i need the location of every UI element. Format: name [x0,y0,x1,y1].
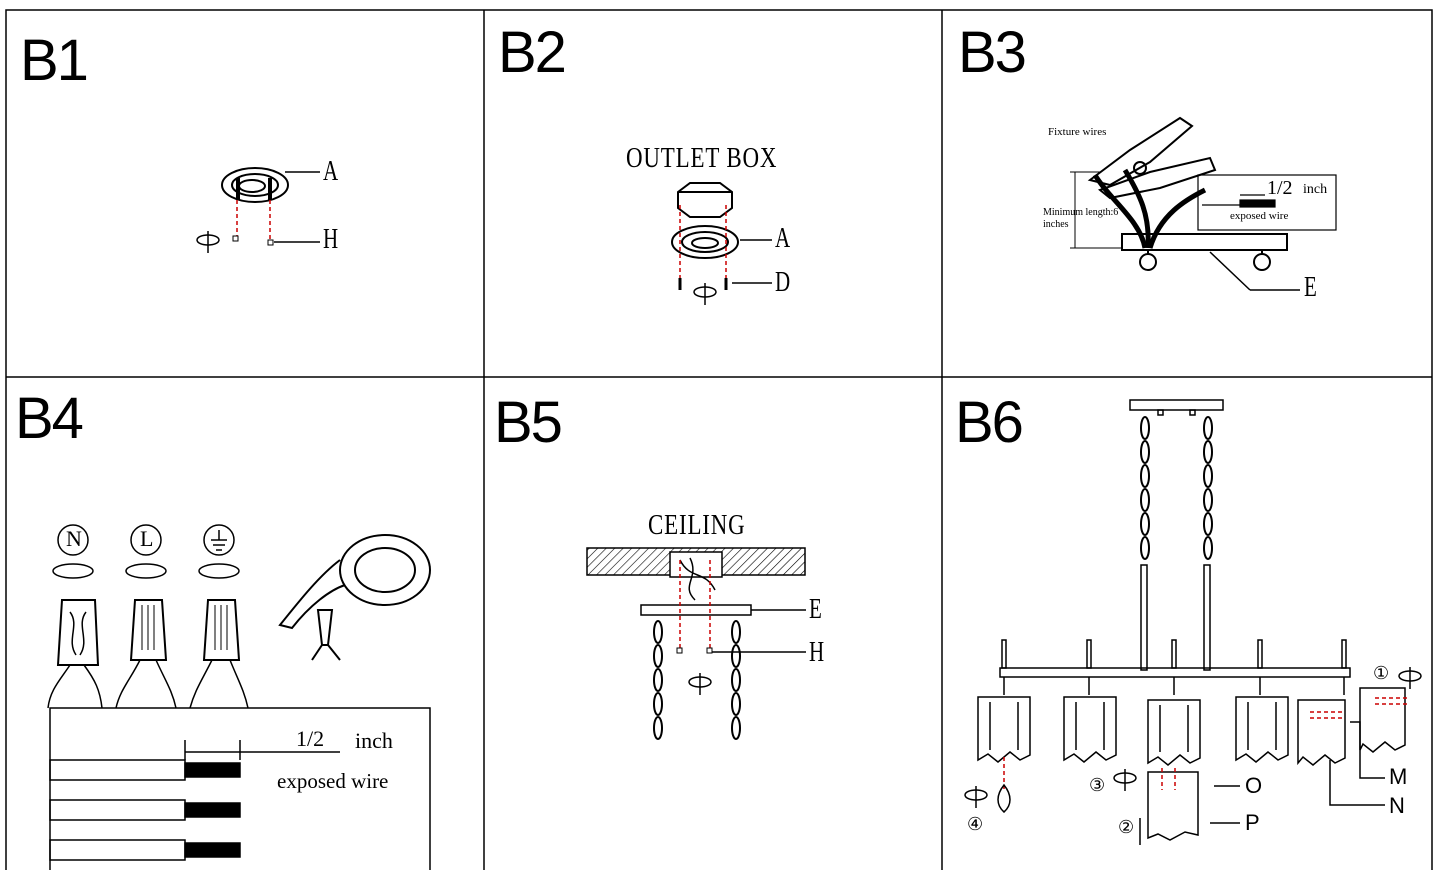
b6-bulb [997,783,1011,813]
b5-canopy-plate [640,604,752,616]
b3-inches-label: inches [1043,219,1069,230]
b5-ceiling [586,547,806,601]
b4-twisted-wires [47,659,249,709]
b6-crystal-panels [977,687,1406,841]
panel-title-b2: B2 [498,20,567,85]
b1-red-guides [236,200,271,240]
b6-label-o: O [1245,773,1263,798]
panel-title-b1: B1 [20,28,89,93]
b5-chains [653,620,741,740]
b1-mounting-plate [221,167,289,203]
b3-fixture-wires [1092,168,1207,249]
b6-step-2: ② [1118,817,1135,837]
b3-inch-label: inch [1303,182,1328,197]
b6-canopy [1129,399,1224,416]
b3-min-length-label: Minimum length:6 [1043,207,1119,218]
b3-dimension-lines [1070,171,1122,249]
panel-title-b6: B6 [955,390,1024,455]
b3-half-label: 1/2 [1267,177,1293,199]
b4-live-symbol: L [140,526,154,551]
b4-wire-strip-box [49,707,431,870]
b2-label-a: A [775,223,791,254]
b6-label-n: N [1389,793,1405,818]
b4-symbols [52,524,240,579]
b4-wire-nuts [56,599,241,666]
b3-exposed-wire-label: exposed wire [1230,210,1289,222]
b3-label-e: E [1304,272,1317,303]
b4-neutral-symbol: N [66,526,82,551]
b6-label-p: P [1245,810,1260,835]
panel-title-b5: B5 [494,390,563,455]
panel-title-b3: B3 [958,20,1027,85]
b2-outlet-box [677,182,733,218]
b5-ceiling-label: CEILING [648,510,746,541]
b4-inch-label: inch [355,728,393,753]
b6-leaders [1210,721,1385,824]
b6-step-3: ③ [1089,775,1106,795]
b4-tape-roll [278,534,431,661]
b5-label-e: E [809,594,822,625]
b2-outlet-box-label: OUTLET BOX [626,143,778,174]
b5-label-h: H [809,637,825,668]
b2-mounting-plate [671,225,739,259]
b1-label-a: A [323,156,339,187]
b6-chains [1140,416,1213,560]
b3-fixture-wires-label: Fixture wires [1048,126,1107,138]
b3-wire-strippers [1087,116,1217,200]
grid-lines [5,9,1433,870]
b6-red-guides [1003,697,1408,790]
b1-label-h: H [323,224,339,255]
b3-inset-box [1197,174,1337,231]
b4-half-label: 1/2 [296,726,325,751]
b6-frame [999,564,1351,695]
b6-label-m: M [1389,764,1408,789]
b2-label-d: D [775,267,791,298]
b4-exposed-wire-label: exposed wire [277,769,389,793]
b1-leaders [274,171,320,243]
b6-step-4: ④ [967,814,984,834]
panel-title-b4: B4 [15,386,84,451]
b3-canopy-plate [1121,233,1288,271]
b6-step-1: ① [1373,663,1390,683]
